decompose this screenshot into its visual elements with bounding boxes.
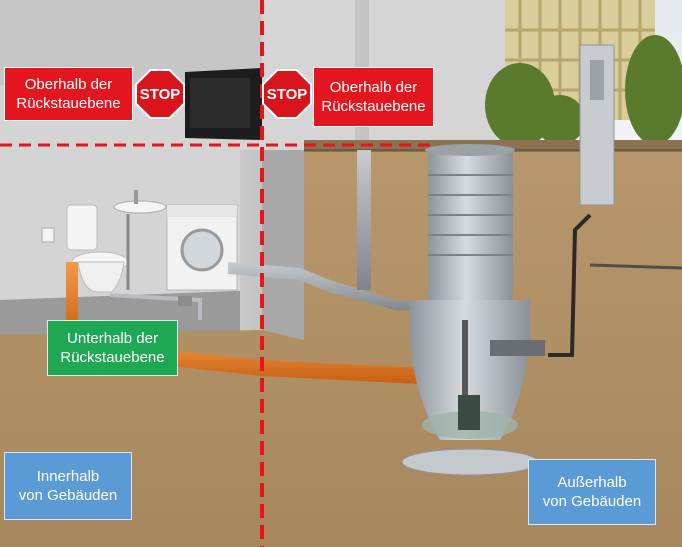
trees xyxy=(485,35,682,147)
label-above-backflow-left: Oberhalb der Rückstauebene xyxy=(4,67,133,121)
control-column xyxy=(579,44,615,206)
label-outside-buildings: Außerhalb von Gebäuden xyxy=(528,459,656,525)
stop-sign-left-text: STOP xyxy=(137,71,183,117)
pump-tank xyxy=(401,144,539,476)
toilet xyxy=(66,204,129,293)
label-above-backflow-right: Oberhalb der Rückstauebene xyxy=(313,67,434,127)
grey-pressure-pipe xyxy=(228,262,430,312)
label-below-backflow: Unterhalb der Rückstauebene xyxy=(47,320,178,376)
stop-sign-right-icon: STOP xyxy=(262,69,312,119)
stop-sign-right-text: STOP xyxy=(264,71,310,117)
washing-machine xyxy=(166,204,238,291)
stop-sign-left-icon: STOP xyxy=(135,69,185,119)
orange-sewer-pipe xyxy=(72,332,420,384)
sink xyxy=(113,190,167,290)
label-inside-buildings: Innerhalb von Gebäuden xyxy=(4,452,132,520)
